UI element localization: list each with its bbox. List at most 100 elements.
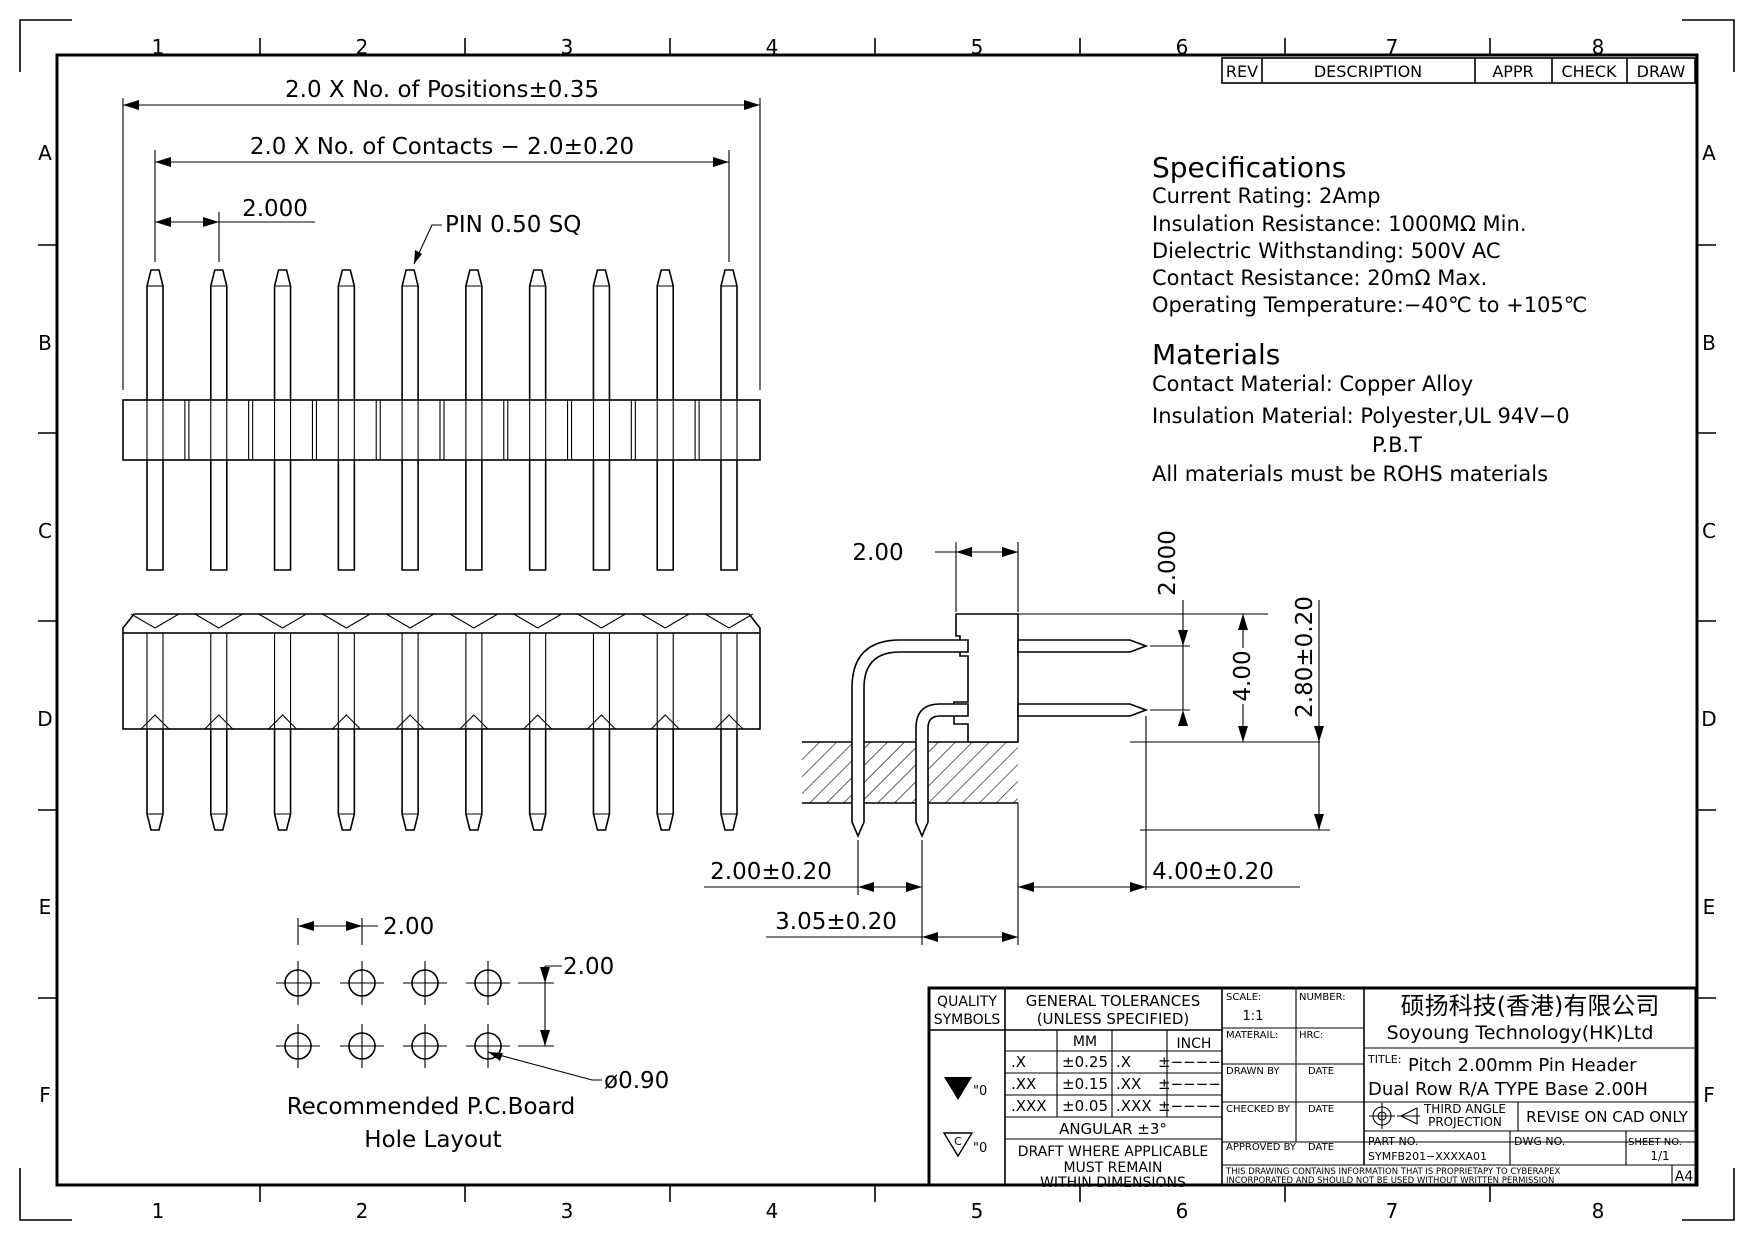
- sheet-no-value: 1/1: [1650, 1149, 1669, 1163]
- checked-date-label: DATE: [1308, 1104, 1334, 1115]
- pcb-hole-icon: [403, 1024, 447, 1068]
- specifications-heading: Specifications: [1152, 151, 1346, 184]
- side-view: 2.00 2.000 4.00 2.80±0.20 2.00±0.20: [704, 530, 1330, 945]
- spec-line: Current Rating: 2Amp: [1152, 184, 1381, 208]
- inch-header: INCH: [1177, 1036, 1212, 1052]
- row-letter: F: [1703, 1083, 1715, 1107]
- materials-block: Materials Contact Material: Copper Alloy…: [1152, 338, 1570, 486]
- pin-lower-front: [337, 460, 356, 571]
- pin-front-bottom: [592, 729, 611, 831]
- projection-line1: THIRD ANGLE: [1423, 1102, 1506, 1116]
- bent-pin-inner: [915, 703, 969, 839]
- tol-decimal: .XX: [1011, 1075, 1036, 1093]
- description-header: DESCRIPTION: [1314, 62, 1422, 81]
- pin-upper: [1017, 639, 1149, 653]
- dimension-side-280: 2.80±0.20: [1292, 596, 1318, 718]
- dimension-side-400: 4.00: [1230, 650, 1256, 701]
- pcb-hole-icon: [340, 961, 384, 1005]
- critical-symbol-icon: [944, 1077, 972, 1100]
- column-number: 1: [152, 1199, 165, 1223]
- spec-line: Insulation Resistance: 1000MΩ Min.: [1152, 212, 1527, 236]
- major-symbol-letter: C: [954, 1135, 962, 1148]
- title-block: QUALITY SYMBOLS GENERAL TOLERANCES (UNLE…: [927, 986, 1698, 1191]
- tol-inch-decimal: .XXX: [1116, 1097, 1152, 1115]
- tol-inch-value: ±−−−−: [1158, 1097, 1221, 1115]
- tol-inch-value: ±−−−−: [1158, 1053, 1221, 1071]
- pin-lower-front: [273, 460, 292, 571]
- row-letter: B: [38, 331, 52, 355]
- pin-front-bottom: [337, 729, 356, 831]
- material-line: Insulation Material: Polyester,UL 94V−0: [1152, 404, 1570, 428]
- dimension-side-200-020: 2.00±0.20: [710, 859, 832, 885]
- header-body-bottom: [122, 632, 761, 730]
- dwg-no-label: DWG NO.: [1514, 1135, 1565, 1148]
- tol-mm: ±0.15: [1062, 1075, 1108, 1093]
- pin-lower-front: [465, 460, 483, 571]
- row-letter: C: [1702, 519, 1716, 543]
- materials-heading: Materials: [1152, 338, 1280, 371]
- angular-tolerance: ANGULAR ±3°: [1059, 1120, 1167, 1138]
- material-line: Contact Material: Copper Alloy: [1152, 372, 1473, 396]
- pin-upper-front: [592, 269, 611, 400]
- column-number: 6: [1176, 35, 1189, 59]
- pin-upper-front: [401, 269, 419, 400]
- pin-front-bottom: [465, 729, 483, 831]
- drawn-by-label: DRAWN BY: [1226, 1066, 1280, 1077]
- rev-header: REV: [1226, 62, 1258, 81]
- hole-caption-line1: Recommended P.C.Board: [287, 1094, 576, 1120]
- insulator-body: [953, 613, 1019, 743]
- dimension-side-2000: 2.000: [1155, 530, 1181, 596]
- material-line: All materials must be ROHS materials: [1152, 462, 1548, 486]
- company-name-cn: 硕扬科技(香港)有限公司: [1401, 992, 1660, 1020]
- dimension-contacts: 2.0 X No. of Contacts − 2.0±0.20: [250, 134, 634, 160]
- projection-line2: PROJECTION: [1428, 1115, 1502, 1129]
- column-number: 6: [1176, 1199, 1189, 1223]
- pin-lower-front: [146, 460, 164, 571]
- column-number: 1: [152, 35, 165, 59]
- pcb-hole-icon: [466, 961, 510, 1005]
- part-no-label: PART NO.: [1368, 1135, 1418, 1148]
- pin-lower-front: [656, 460, 675, 571]
- pin-upper-front: [337, 269, 356, 400]
- dimension-side-400-020: 4.00±0.20: [1152, 859, 1274, 885]
- spec-line: Contact Resistance: 20mΩ Max.: [1152, 266, 1487, 290]
- row-letter: D: [37, 707, 52, 731]
- pin-lower-front: [401, 460, 419, 571]
- column-number: 7: [1386, 1199, 1399, 1223]
- draft-note-line1: DRAFT WHERE APPLICABLE: [1018, 1144, 1209, 1160]
- row-letter: A: [38, 141, 52, 165]
- paper-size: A4: [1675, 1169, 1694, 1185]
- pin-front-bottom: [656, 729, 675, 831]
- column-number: 3: [561, 35, 574, 59]
- dimension-side-top: 2.00: [852, 540, 903, 566]
- header-body: [122, 399, 761, 461]
- number-label: NUMBER:: [1299, 992, 1346, 1003]
- pin-front-bottom: [528, 729, 547, 831]
- approved-date-label: DATE: [1308, 1142, 1334, 1153]
- unless-specified-label: (UNLESS SPECIFIED): [1037, 1010, 1190, 1028]
- row-letter: A: [1702, 141, 1716, 165]
- frame: [19, 19, 1735, 1221]
- column-number: 8: [1592, 1199, 1605, 1223]
- column-number: 5: [971, 1199, 984, 1223]
- draw-header: DRAW: [1637, 62, 1686, 81]
- pin-front-bottom: [720, 729, 738, 831]
- pin-lower-front: [592, 460, 611, 571]
- column-number: 7: [1386, 35, 1399, 59]
- major-symbol-sub: "0: [973, 1141, 987, 1156]
- row-letter: E: [39, 895, 52, 919]
- row-letter: D: [1701, 707, 1716, 731]
- company-name-en: Soyoung Technology(HK)Ltd: [1387, 1022, 1654, 1044]
- title-label: TITLE:: [1367, 1053, 1401, 1066]
- column-number: 2: [356, 35, 369, 59]
- tol-decimal: .X: [1011, 1053, 1026, 1071]
- pin-upper-front: [528, 269, 547, 400]
- drawing-title-line1: Pitch 2.00mm Pin Header: [1408, 1055, 1637, 1076]
- tol-decimal: .XXX: [1011, 1097, 1047, 1115]
- tol-inch-decimal: .XX: [1116, 1075, 1141, 1093]
- pcb-hatched: [802, 742, 1018, 803]
- tol-inch-decimal: .X: [1116, 1053, 1131, 1071]
- front-view-bottom: [122, 613, 761, 831]
